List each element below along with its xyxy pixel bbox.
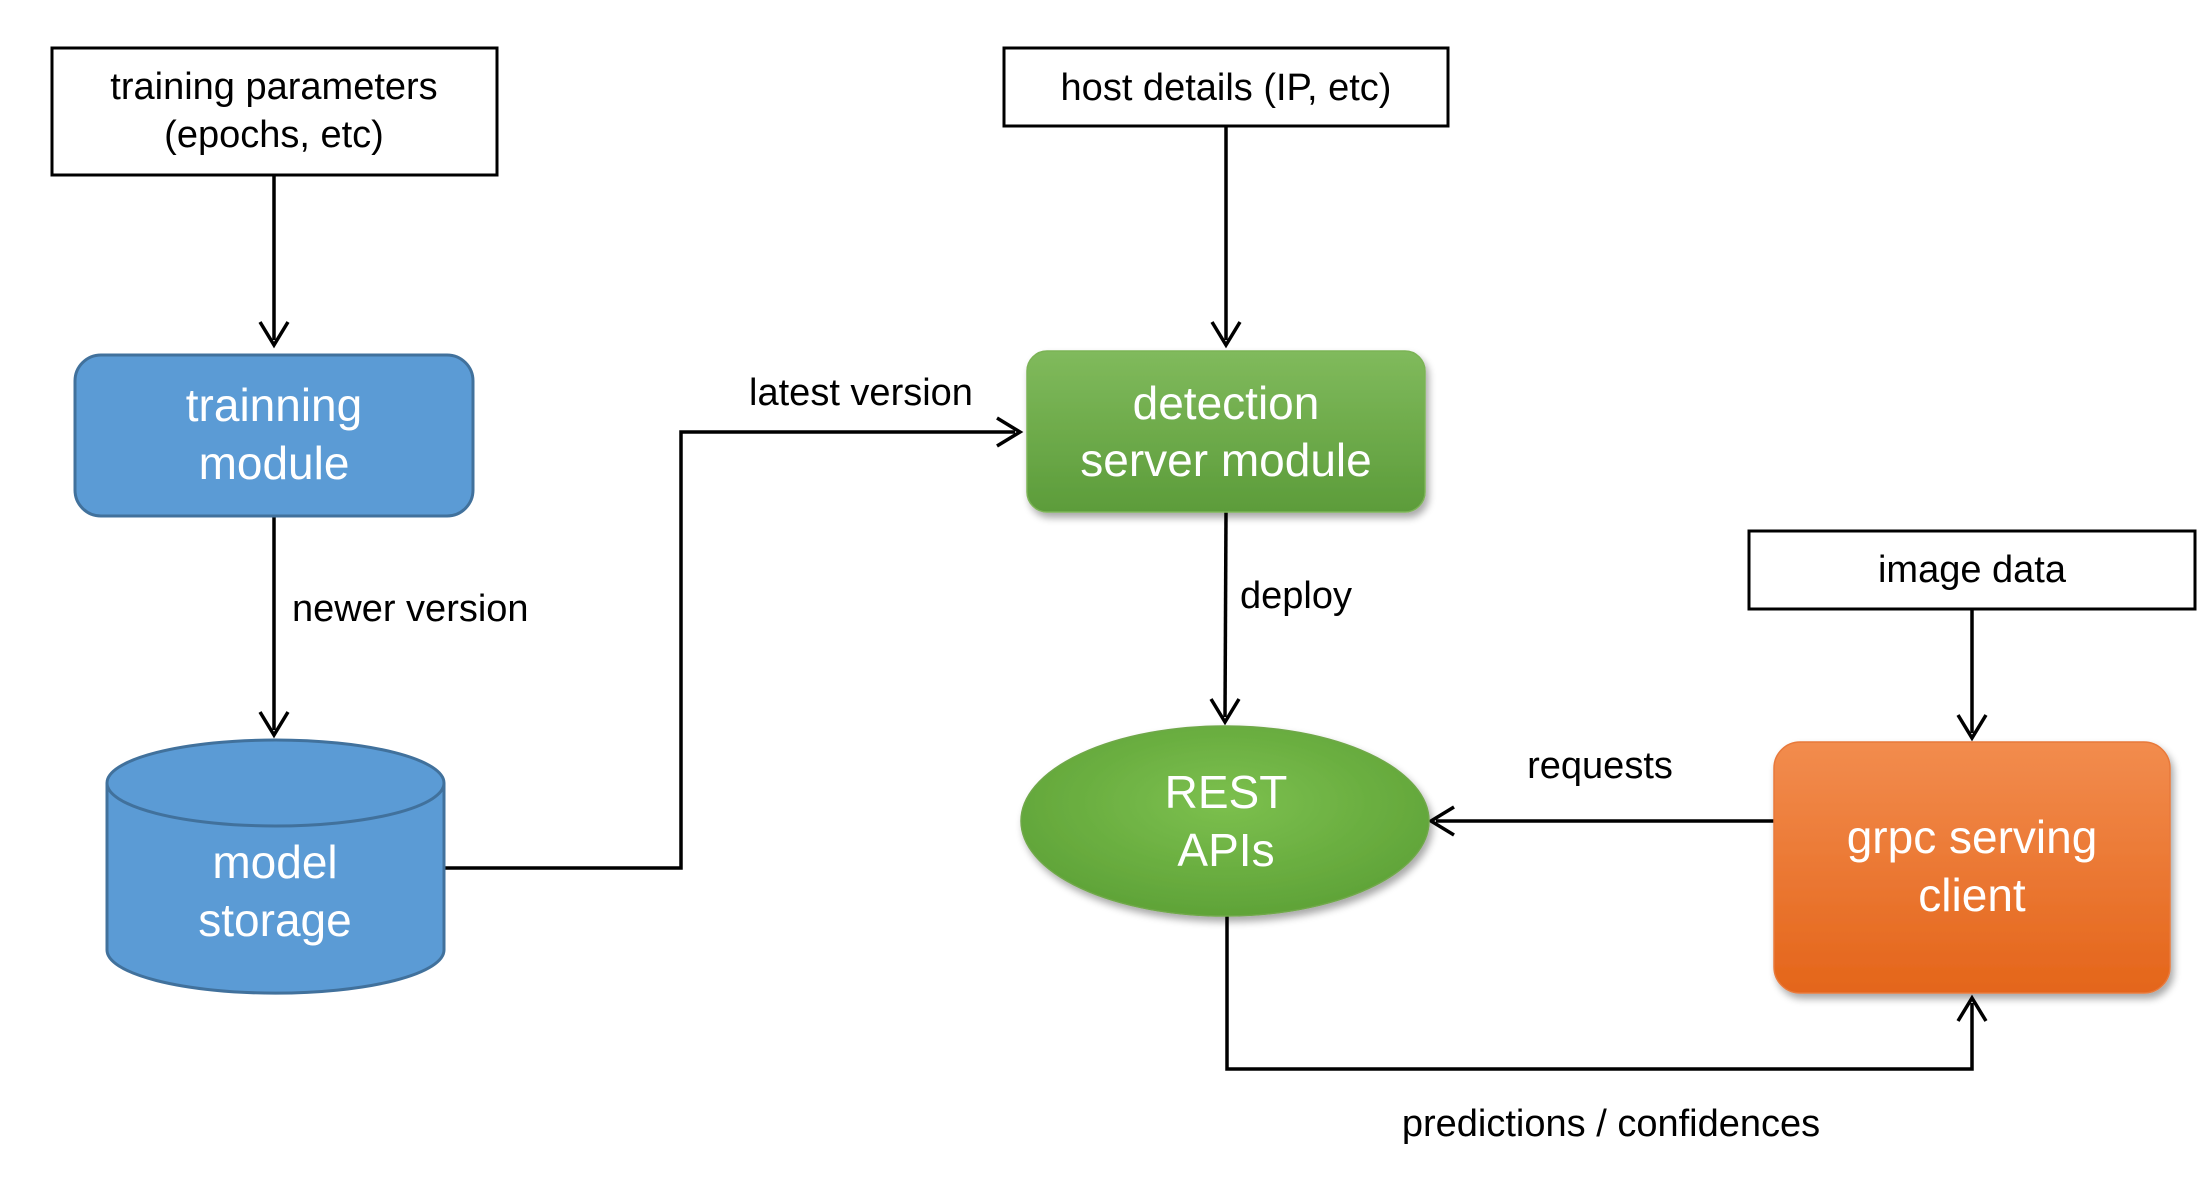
svg-text:host details (IP, etc): host details (IP, etc) <box>1061 67 1392 109</box>
training-module-node: trainning module <box>73 353 475 518</box>
detection-server-line2: server module <box>1080 434 1371 486</box>
arrowhead-icon <box>258 711 290 739</box>
host-details-label: host details (IP, etc) <box>1061 67 1392 109</box>
arrowhead-icon <box>1956 994 1988 1022</box>
grpc-serving-client-node: grpc serving client <box>1773 741 2171 994</box>
label-latest-version: latest version <box>749 372 973 414</box>
host-details-box: host details (IP, etc) <box>1002 46 1450 128</box>
model-storage-line1: model <box>212 836 337 888</box>
svg-text:storage: storage <box>198 894 351 946</box>
svg-text:(epochs, etc): (epochs, etc) <box>164 114 384 156</box>
svg-text:newer version: newer version <box>292 588 529 630</box>
svg-text:client: client <box>1918 869 2026 921</box>
svg-text:model: model <box>212 836 337 888</box>
svg-text:grpc serving: grpc serving <box>1847 811 2098 863</box>
arrowhead-icon <box>1427 805 1455 837</box>
label-deploy: deploy <box>1240 575 1352 617</box>
label-predictions-confidences: predictions / confidences <box>1402 1103 1820 1145</box>
grpc-client-line1: grpc serving <box>1847 811 2098 863</box>
svg-text:detection: detection <box>1133 377 1320 429</box>
arrowhead-icon <box>258 321 290 349</box>
svg-text:APIs: APIs <box>1177 824 1274 876</box>
svg-text:module: module <box>199 437 350 489</box>
grpc-client-line2: client <box>1918 869 2026 921</box>
label-newer-version: newer version <box>292 588 529 630</box>
svg-text:requests: requests <box>1527 745 1673 787</box>
detection-server-line1: detection <box>1133 377 1320 429</box>
training-parameters-line1: training parameters <box>110 66 437 108</box>
edges <box>258 126 1988 1071</box>
training-parameters-box: training parameters (epochs, etc) <box>50 46 499 177</box>
rest-apis-line2: APIs <box>1177 824 1274 876</box>
svg-text:server module: server module <box>1080 434 1371 486</box>
svg-text:training parameters: training parameters <box>110 66 437 108</box>
training-module-line1: trainning <box>186 379 362 431</box>
svg-text:latest version: latest version <box>749 372 973 414</box>
arrowhead-icon <box>996 416 1024 448</box>
svg-text:trainning: trainning <box>186 379 362 431</box>
model-storage-node: model storage <box>105 738 446 995</box>
edge-detection-to-rest <box>1223 511 1228 718</box>
arrowhead-icon <box>1210 321 1242 349</box>
image-data-box: image data <box>1747 529 2197 611</box>
svg-text:REST: REST <box>1165 766 1288 818</box>
training-module-line2: module <box>199 437 350 489</box>
edge-labels: newer version latest version deploy requ… <box>292 372 1820 1145</box>
arrowhead-icon <box>1956 714 1988 742</box>
rest-apis-line1: REST <box>1165 766 1288 818</box>
label-requests: requests <box>1527 745 1673 787</box>
rest-apis-node: REST APIs <box>1020 725 1430 917</box>
arrowhead-icon <box>1209 698 1241 726</box>
svg-text:deploy: deploy <box>1240 575 1352 617</box>
image-data-label: image data <box>1878 549 2067 591</box>
model-storage-line2: storage <box>198 894 351 946</box>
edge-storage-to-detection <box>444 430 1015 870</box>
detection-server-module-node: detection server module <box>1026 350 1426 513</box>
svg-text:image data: image data <box>1878 549 2067 591</box>
svg-text:predictions / confidences: predictions / confidences <box>1402 1103 1820 1145</box>
edge-rest-to-grpc <box>1225 916 1974 1071</box>
database-cylinder-icon <box>105 783 446 995</box>
training-parameters-line2: (epochs, etc) <box>164 114 384 156</box>
